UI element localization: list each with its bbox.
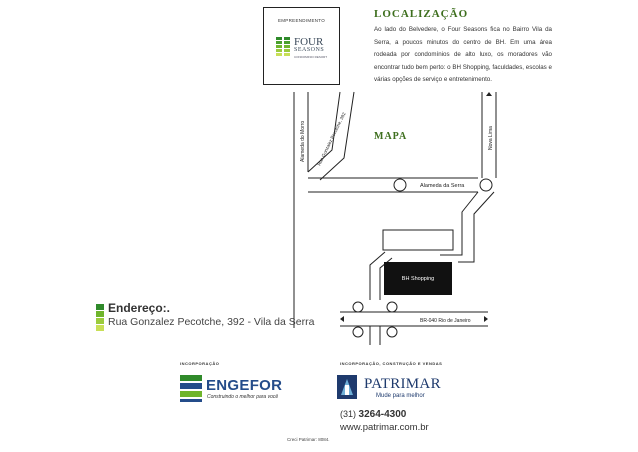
label-br040: BR-040 Rio de Janeiro xyxy=(420,318,471,324)
four-seasons-logo: FOUR SEASONS CONDOMINIO RESORT xyxy=(274,34,334,64)
patrimar-logo: PATRIMAR Mude para melhor xyxy=(337,375,447,405)
br040-arrow-right-icon xyxy=(484,316,488,322)
unlabeled-building-box xyxy=(382,229,454,251)
address-bars-icon xyxy=(96,304,104,331)
roundabout-br040-ne xyxy=(386,301,398,313)
label-gonzalez: Rua Gonzalez Pecotche, 392 xyxy=(316,111,346,166)
four-seasons-word-seasons: SEASONS xyxy=(294,47,325,53)
road-right-connector-inner xyxy=(458,191,495,263)
creci-text: Creci Patrimar: 8084. xyxy=(287,437,330,442)
localizacao-text: Ao lado do Belvedere, o Four Seasons fic… xyxy=(374,26,552,83)
road-right-connector-outer xyxy=(440,191,479,256)
four-seasons-word-four: FOUR xyxy=(294,36,324,48)
roundabout-br040-se xyxy=(386,326,398,338)
empreendimento-label: EMPREENDIMENTO xyxy=(277,18,326,23)
patrimar-tagline: Mude para melhor xyxy=(376,393,425,399)
roundabout-br040-nw xyxy=(352,301,364,313)
bh-shopping-box xyxy=(384,262,452,295)
road-gonzalez-left xyxy=(307,91,341,173)
br040-arrow-left-icon xyxy=(340,316,344,322)
road-gonzalez-right xyxy=(319,91,355,181)
engefor-tagline: Construindo o melhor para você xyxy=(207,394,279,400)
roundabout-alameda-serra xyxy=(393,178,407,192)
patrimar-name: PATRIMAR xyxy=(364,376,441,392)
nova-lima-arrow-up-icon xyxy=(486,92,492,96)
address-title: Endereço:. xyxy=(108,301,171,315)
engefor-logo: ENGEFOR Construindo o melhor para você xyxy=(180,375,283,405)
label-alameda-serra: Alameda da Serra xyxy=(420,183,465,189)
four-seasons-mark-icon xyxy=(276,37,290,56)
label-alameda-morro: Alameda do Morro xyxy=(300,121,306,162)
patrimar-mark-icon xyxy=(337,375,357,399)
road-shopping-loop-inner xyxy=(379,257,393,300)
empreendimento-box: EMPREENDIMENTO FOUR SEASONS CONDOMINIO R… xyxy=(263,7,340,85)
mapa-title: MAPA xyxy=(374,131,408,142)
phone[interactable]: (31) 3264-4300 xyxy=(340,409,406,420)
address-value: Rua Gonzalez Pecotche, 392 - Vila da Ser… xyxy=(108,316,315,328)
label-nova-lima: Nova Lima xyxy=(488,126,494,150)
phone-prefix: (31) xyxy=(340,409,357,419)
localizacao-title: LOCALIZAÇÃO xyxy=(374,8,469,20)
four-seasons-subtitle: CONDOMINIO RESORT xyxy=(294,55,328,59)
incorporacao-construcao-label: INCORPORAÇÃO, CONSTRUÇÃO E VENDAS xyxy=(340,361,443,366)
label-bh-shopping: BH Shopping xyxy=(402,276,434,282)
phone-number: 3264-4300 xyxy=(358,409,407,420)
engefor-mark-icon xyxy=(180,375,202,402)
road-shopping-loop-outer xyxy=(369,251,386,300)
roundabout-br040-sw xyxy=(352,326,364,338)
roundabout-nova-lima xyxy=(479,178,493,192)
engefor-name: ENGEFOR xyxy=(206,377,283,394)
website-link[interactable]: www.patrimar.com.br xyxy=(340,422,429,433)
incorporacao-label: INCORPORAÇÃO xyxy=(180,361,220,366)
